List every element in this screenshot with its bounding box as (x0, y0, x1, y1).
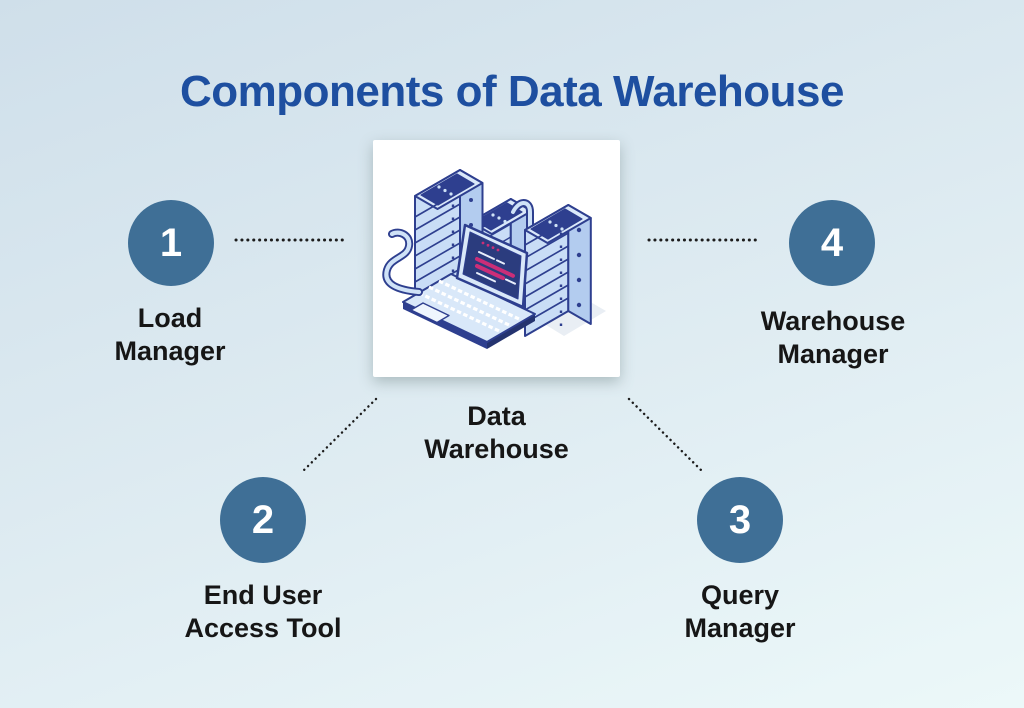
label-warehouse-manager: Warehouse Manager (760, 306, 906, 369)
laptop-icon (402, 223, 536, 349)
step-circle-warehouse-manager: 4 (789, 200, 875, 286)
servers-laptop-illustration-icon (382, 169, 606, 349)
step-circle-query-manager: 3 (697, 477, 783, 563)
server-tower-right-icon (524, 204, 592, 337)
label-load-manager: Load Manager (114, 303, 226, 366)
laptop-screen-code-lines (475, 241, 516, 285)
step-number: 2 (251, 497, 275, 542)
step-number: 3 (728, 497, 752, 542)
cable-bridge-icon (509, 199, 534, 232)
diagram-title: Components of Data Warehouse (180, 67, 844, 117)
center-illustration-card (373, 140, 620, 377)
connector-query-manager (627, 397, 704, 473)
step-circle-load-manager: 1 (128, 200, 214, 286)
power-cable-icon (382, 228, 423, 296)
data-warehouse-label: Data Warehouse (424, 401, 569, 464)
connector-end-user-access-tool (301, 397, 378, 473)
label-end-user-access-tool: End User Access Tool (184, 580, 342, 643)
step-circle-end-user-access-tool: 2 (220, 477, 306, 563)
label-query-manager: Query Manager (684, 580, 796, 643)
step-number: 1 (159, 220, 183, 265)
step-number: 4 (820, 220, 844, 265)
